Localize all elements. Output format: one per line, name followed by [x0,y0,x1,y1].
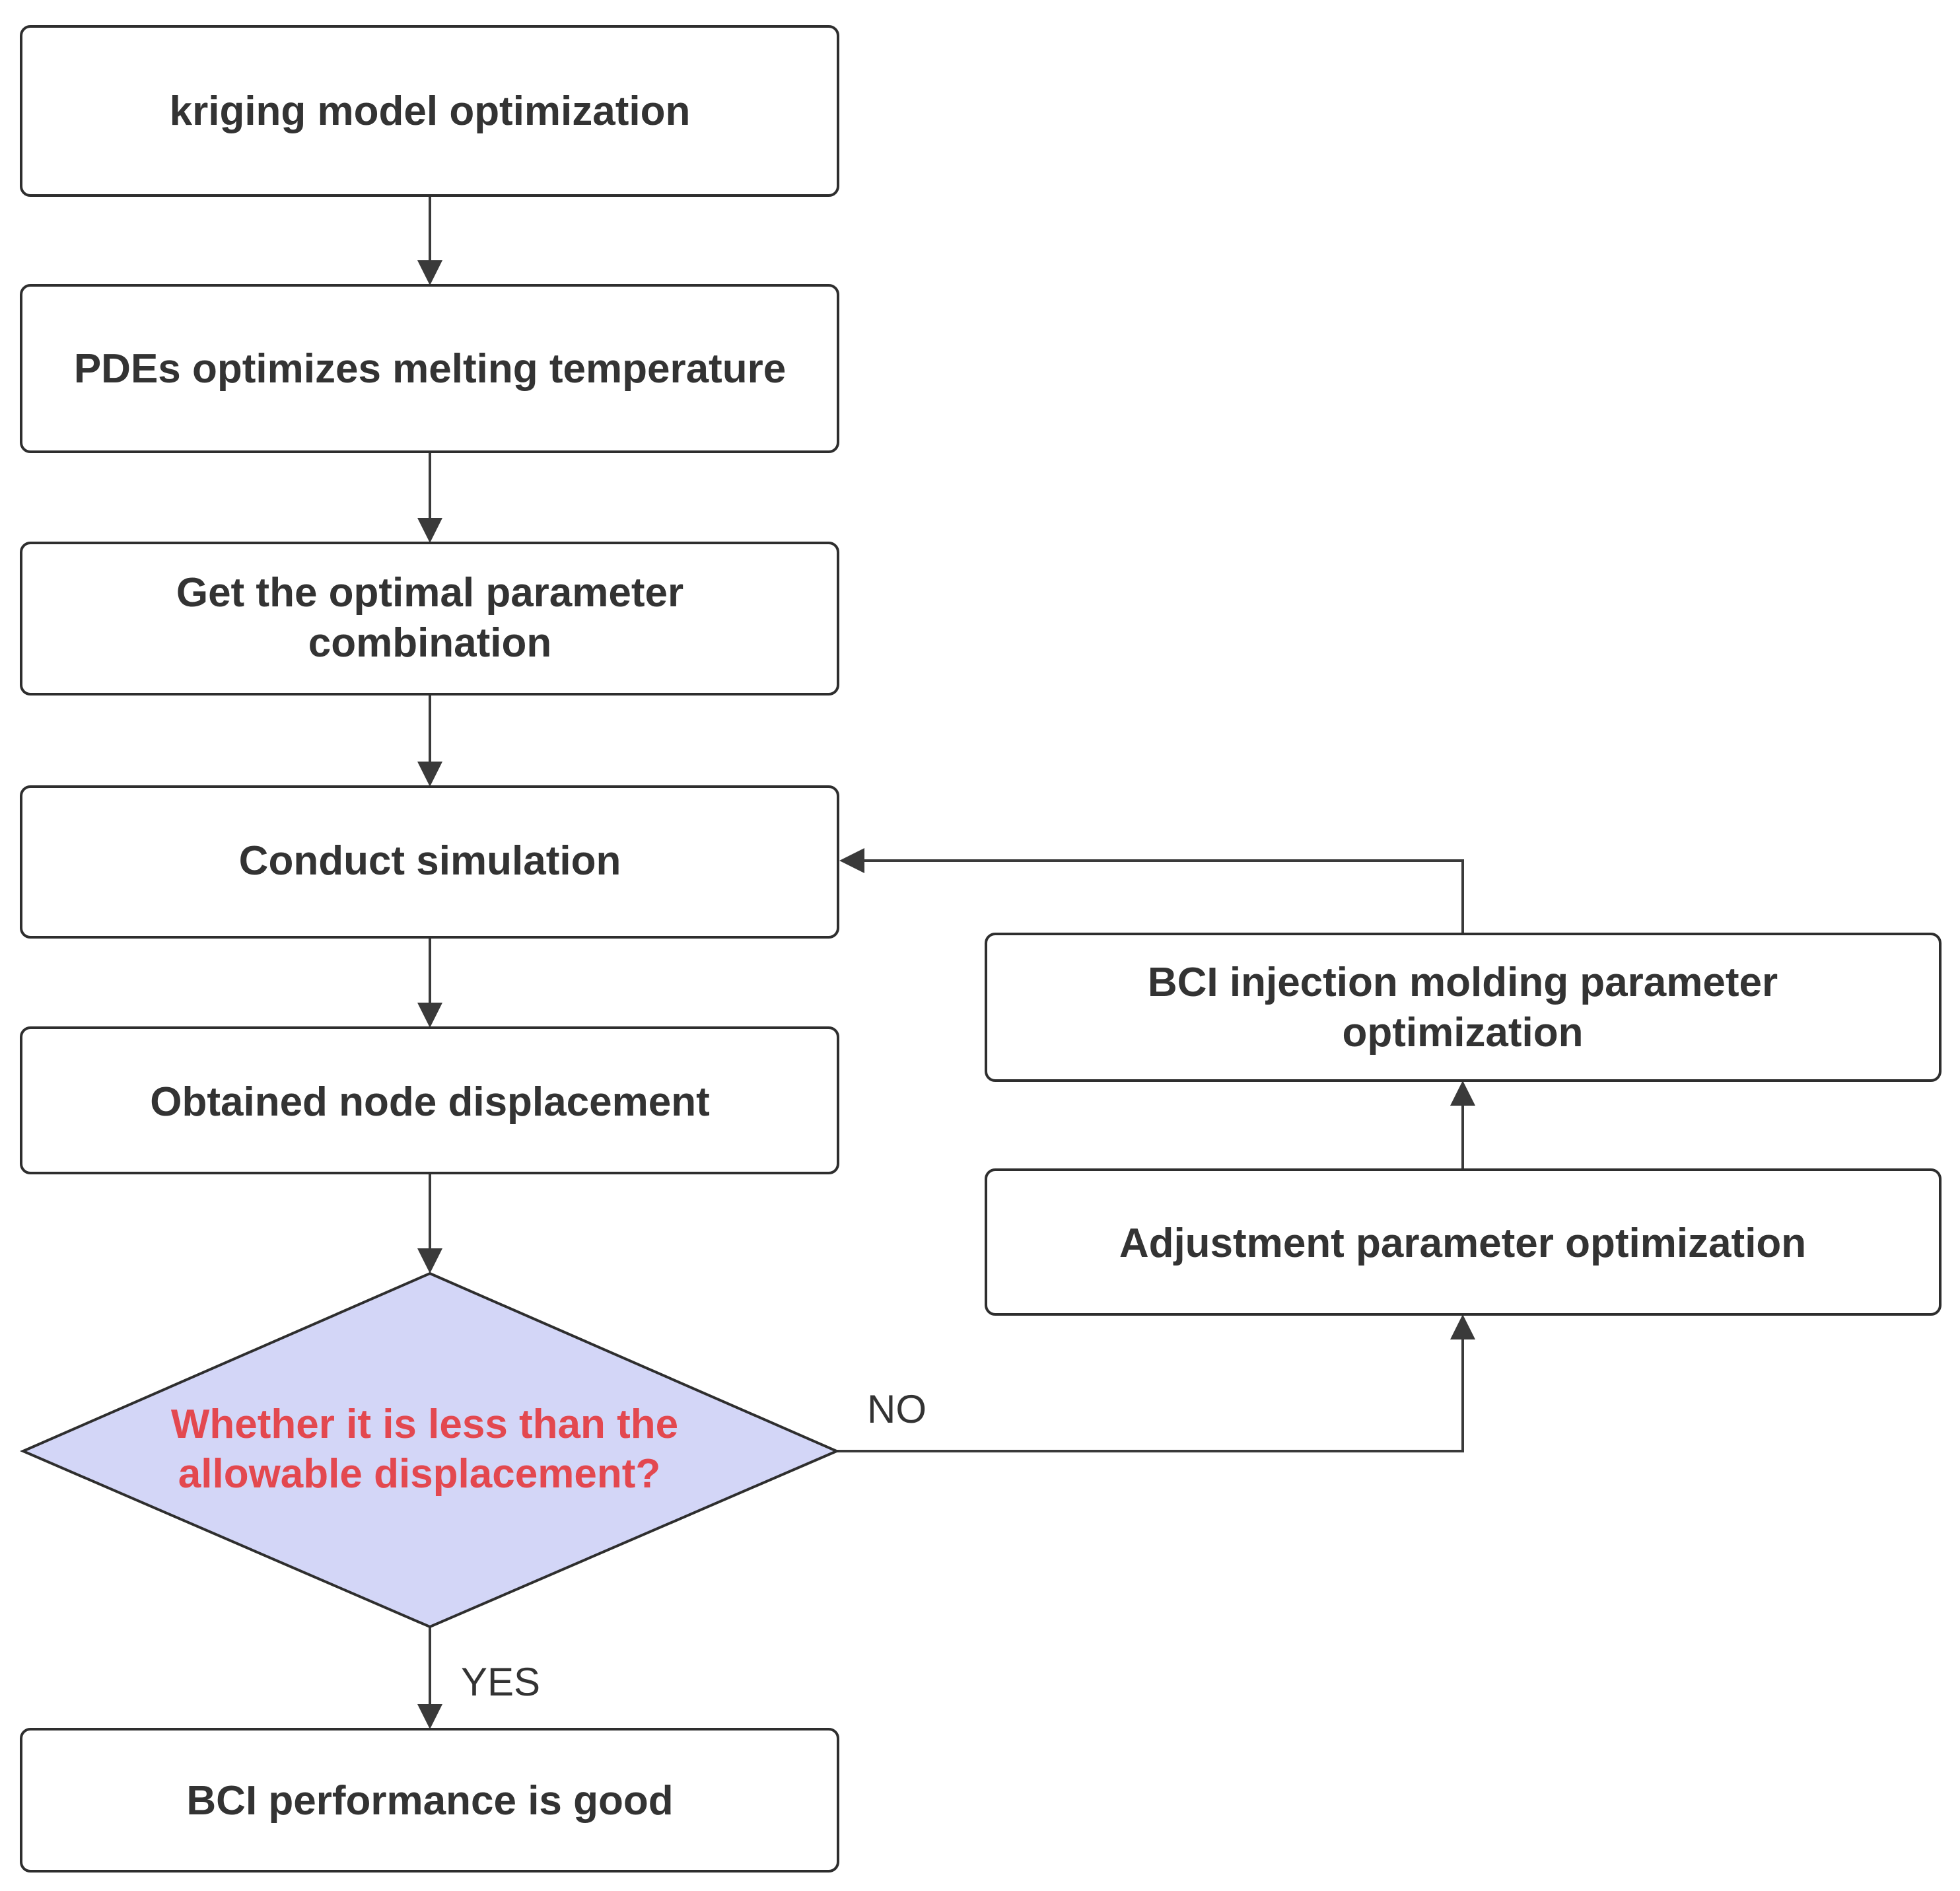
node-label-line-2: combination [308,620,552,666]
process-box [985,933,1942,1082]
node-obtained-node-displacement: Obtained node displacement [20,1026,839,1174]
node-pdes-optimizes-melting-temperature: PDEs optimizes melting temperature [20,284,839,453]
node-label: Adjustment parameter optimization [1119,1221,1806,1266]
arrowhead [417,1003,442,1028]
node-allowable-displacement-decision: Whether it is less than the allowable di… [19,1271,841,1629]
arrowhead [417,1248,442,1273]
edges [417,196,1475,1729]
node-label: PDEs optimizes melting temperature [74,346,786,392]
no-branch-label: NO [867,1387,927,1431]
process-box [985,1168,1942,1316]
edge-decision-to-adjustment [837,1337,1464,1452]
arrowhead [417,518,442,543]
node-bci-injection-molding-parameter-optimization: BCI injection molding parameter optimiza… [985,933,1942,1082]
node-bci-performance-is-good: BCI performance is good [20,1728,839,1873]
decision-label-line-1: Whether it is less than the [171,1402,678,1447]
node-get-optimal-parameter-combination: Get the optimal parameter combination [20,542,839,696]
arrowhead [417,762,442,787]
process-box [20,25,839,197]
node-kriging-model-optimization: kriging model optimization [20,25,839,197]
process-box [20,1026,839,1174]
node-label-line-1: Get the optimal parameter [176,570,683,616]
process-box [20,1728,839,1873]
node-label: Obtained node displacement [150,1079,709,1125]
node-label: kriging model optimization [170,89,691,134]
edge-bci-injection-to-simulation [862,859,1464,934]
arrowhead [417,260,442,285]
arrowhead [1450,1314,1475,1339]
process-box [20,284,839,453]
node-label-line-1: BCI injection molding parameter [1148,960,1778,1005]
process-box [20,785,839,939]
decision-diamond [19,1271,841,1629]
node-label-line-2: optimization [1342,1010,1583,1055]
arrowhead [417,1704,442,1729]
node-label: BCI performance is good [186,1778,673,1824]
node-label: Conduct simulation [239,838,621,884]
decision-label-line-2: allowable displacement? [178,1451,660,1497]
arrowhead [839,848,864,873]
yes-branch-label: YES [461,1660,540,1704]
arrowhead [1450,1081,1475,1106]
node-conduct-simulation: Conduct simulation [20,785,839,939]
node-adjustment-parameter-optimization: Adjustment parameter optimization [985,1168,1942,1316]
process-box [20,542,839,696]
